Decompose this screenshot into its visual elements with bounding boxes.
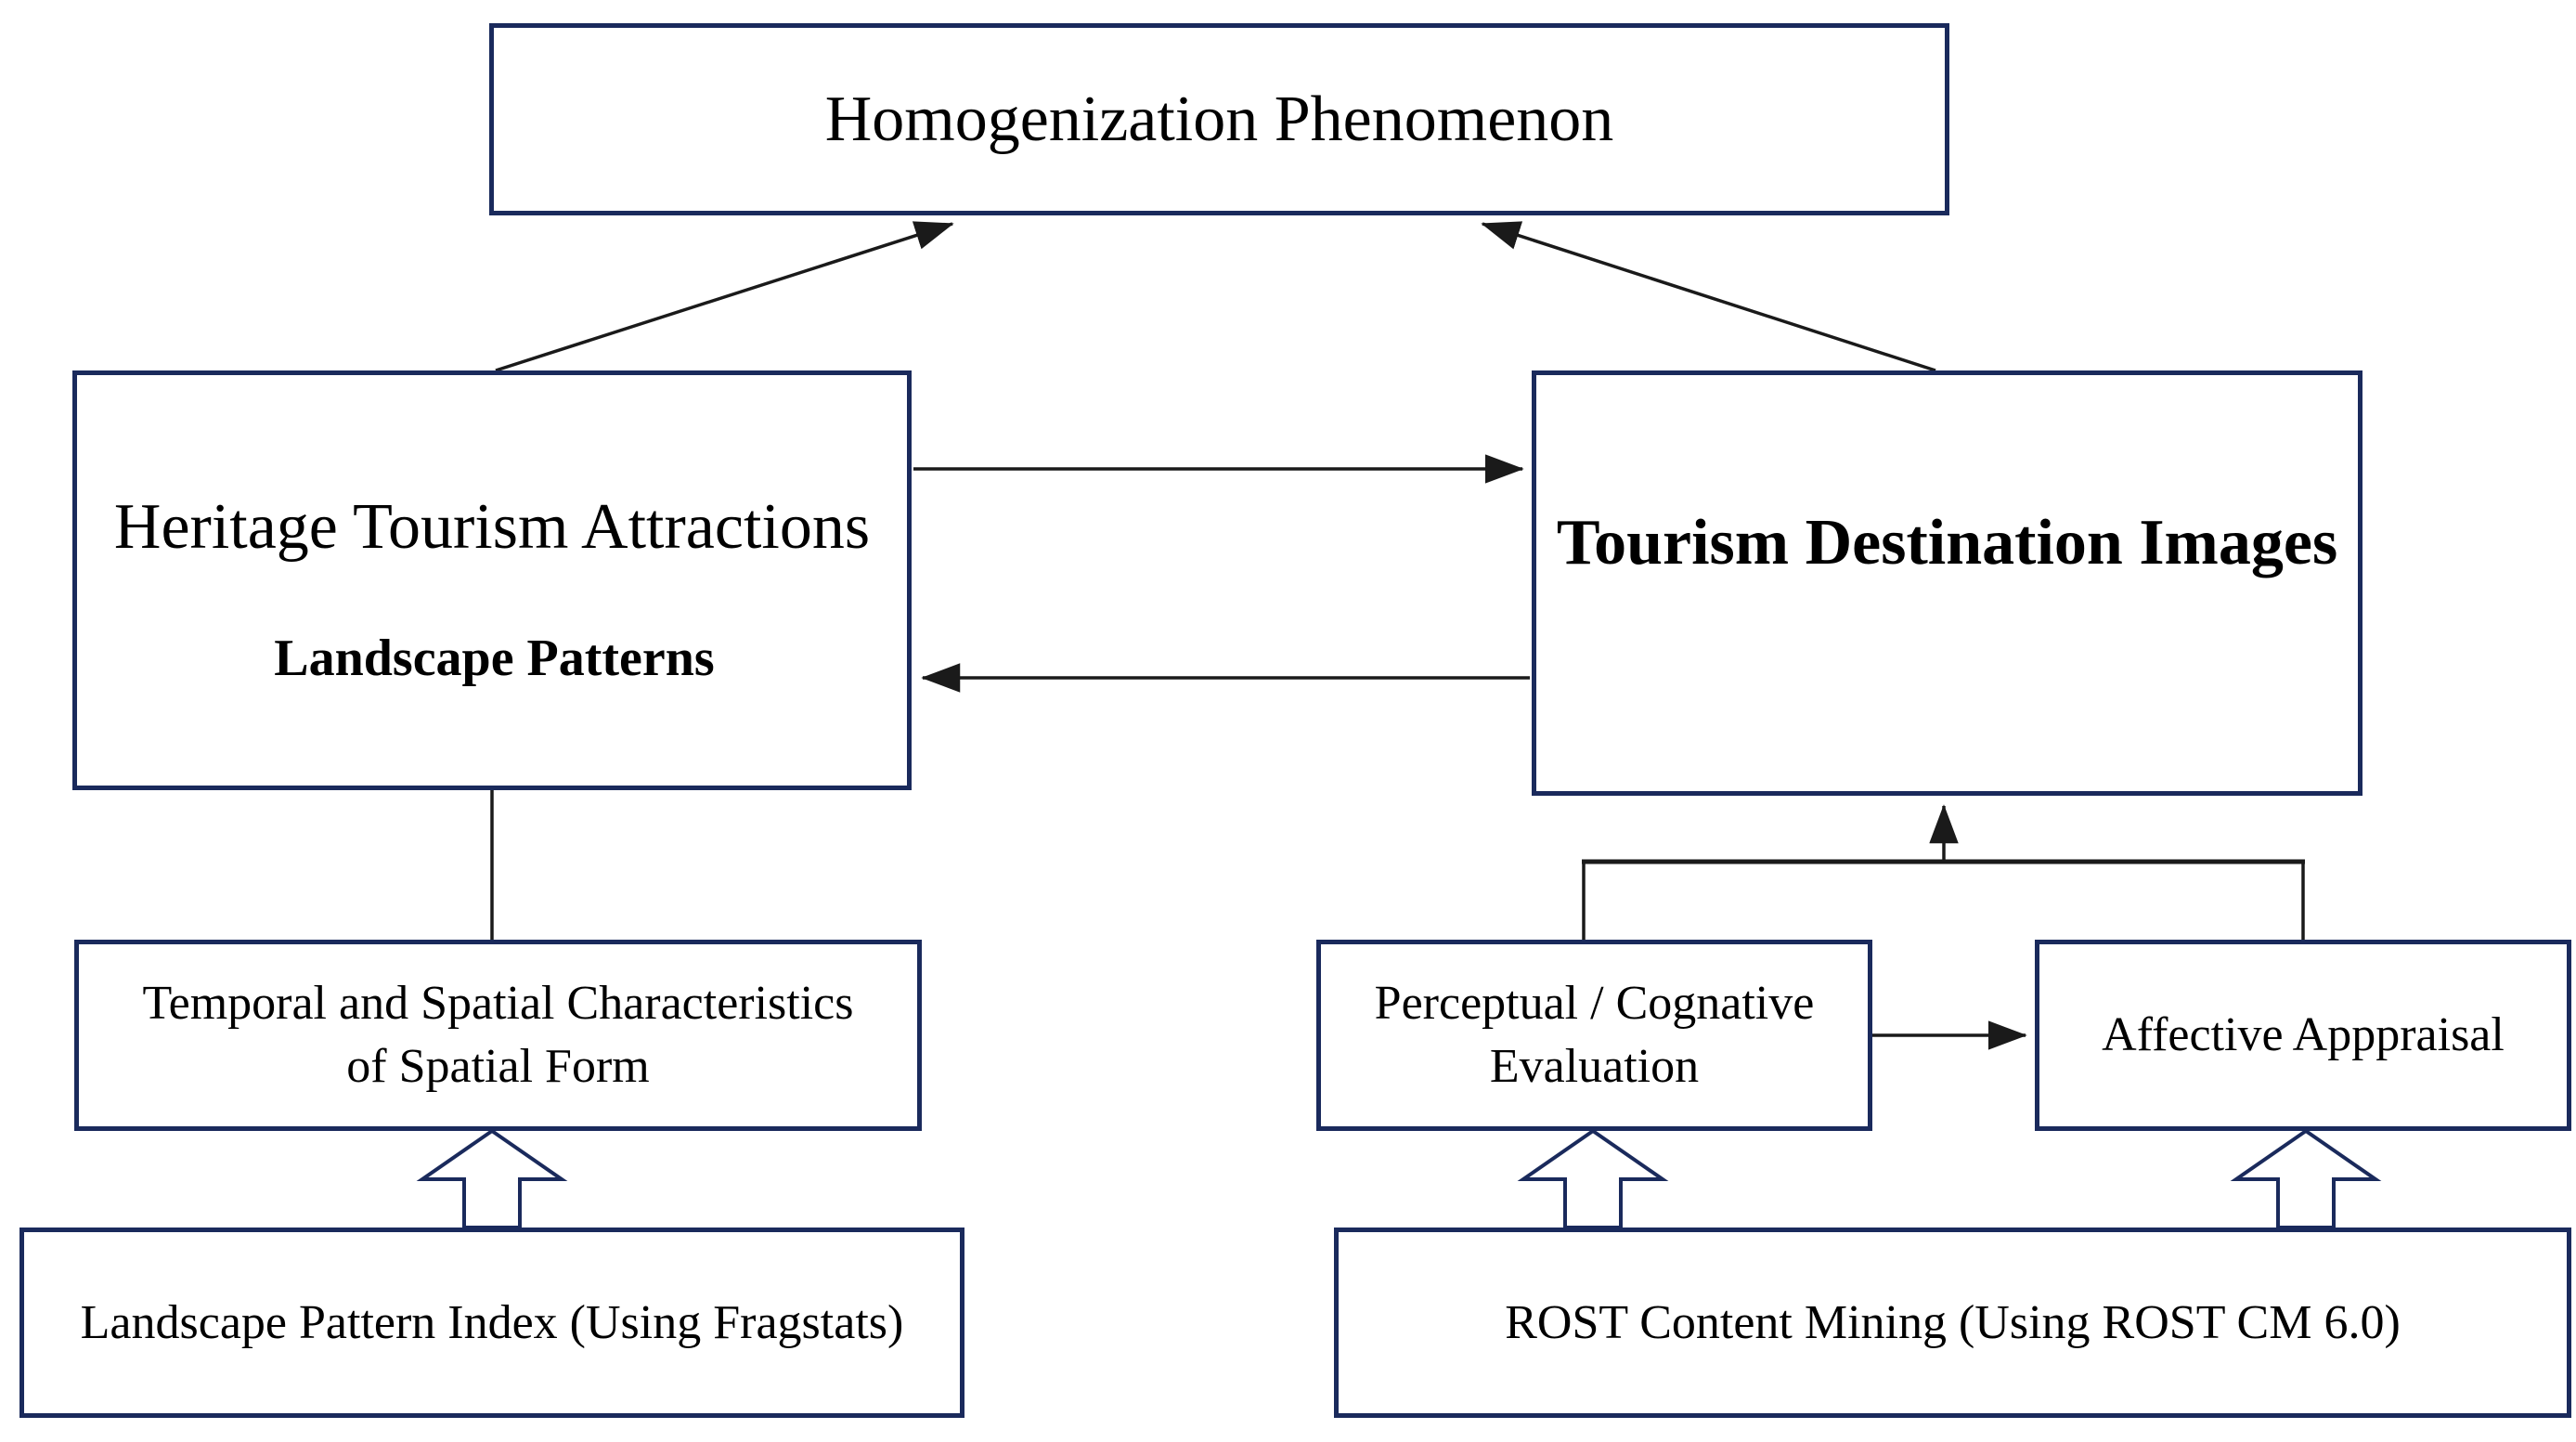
rost-content-mining-box: ROST Content Mining (Using ROST CM 6.0): [1334, 1228, 2571, 1418]
arrow-tourism-to-homogenization: [1481, 221, 1936, 372]
block-arrow-lpi-to-temporal: [416, 1128, 568, 1229]
tourism-destination-images-box: Tourism Destination Images: [1532, 370, 2362, 796]
arrow-heritage-to-homogenization: [495, 221, 954, 372]
heritage-tourism-attractions-label: Heritage Tourism Attractions: [113, 491, 871, 563]
temporal-spatial-characteristics-box: Temporal and Spatial Characteristics of …: [74, 940, 922, 1131]
landscape-pattern-index-label: Landscape Pattern Index (Using Fragstats…: [80, 1295, 904, 1349]
perceptual-cognative-evaluation-line2: Evaluation: [1489, 1040, 1700, 1093]
block-arrow-rost-to-affective: [2230, 1128, 2382, 1229]
tourism-destination-images-label: Tourism Destination Images: [1556, 507, 2338, 578]
heritage-tourism-attractions-box: Heritage Tourism Attractions: [72, 370, 912, 790]
perceptual-cognative-evaluation-box: Perceptual / Cognative Evaluation: [1316, 940, 1872, 1131]
block-arrow-rost-to-perceptual: [1517, 1128, 1669, 1229]
perceptual-cognative-evaluation-line1: Perceptual / Cognative: [1374, 977, 1815, 1031]
landscape-pattern-index-box: Landscape Pattern Index (Using Fragstats…: [19, 1228, 964, 1418]
landscape-patterns-label: Landscape Patterns: [274, 629, 715, 687]
affective-appraisal-box: Affective Apppraisal: [2035, 940, 2571, 1131]
affective-appraisal-label: Affective Apppraisal: [2102, 1008, 2505, 1062]
homogenization-phenomenon-label: Homogenization Phenomenon: [824, 84, 1614, 155]
landscape-patterns-box: Landscape Patterns: [221, 594, 768, 722]
temporal-spatial-characteristics-line2: of Spatial Form: [346, 1040, 650, 1093]
rost-content-mining-label: ROST Content Mining (Using ROST CM 6.0): [1505, 1295, 2401, 1349]
temporal-spatial-characteristics-line1: Temporal and Spatial Characteristics: [142, 977, 854, 1031]
homogenization-phenomenon-box: Homogenization Phenomenon: [489, 23, 1949, 215]
